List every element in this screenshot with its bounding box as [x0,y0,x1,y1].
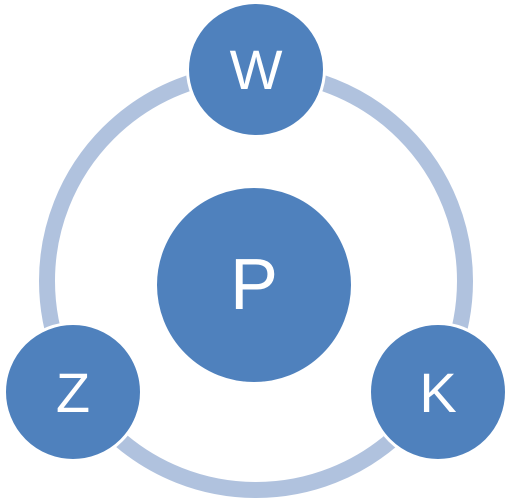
node-z: Z [3,322,143,462]
node-z-label: Z [55,360,91,424]
node-w: W [186,1,326,138]
node-p-label: P [229,245,279,325]
node-w-label: W [229,38,283,101]
node-k-label: K [419,360,457,424]
node-p-center: P [154,185,354,385]
node-k: K [368,322,508,462]
